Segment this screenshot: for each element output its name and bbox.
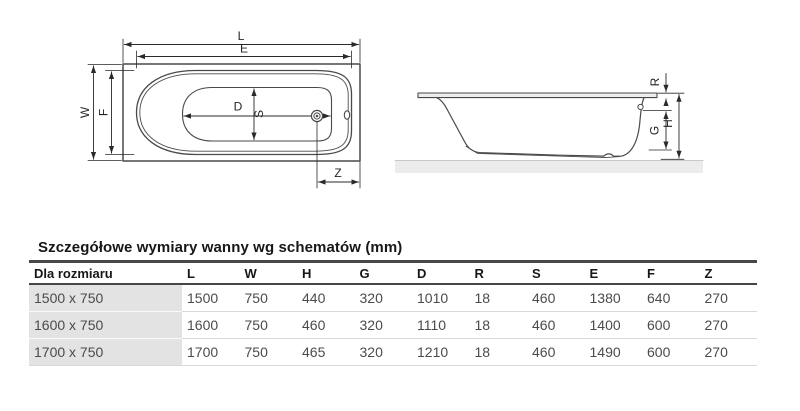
tub-body-profile <box>436 97 645 157</box>
col-header-f: F <box>642 261 700 285</box>
value-cell: 1010 <box>417 290 449 306</box>
drain-symbol <box>310 109 324 123</box>
value-cell: 460 <box>527 338 585 366</box>
dimensions-table: Dla rozmiaru L W H G D R S E F Z 1500 x … <box>29 260 757 366</box>
value-cell: 460 <box>532 290 556 306</box>
value-cell: 320 <box>354 338 412 366</box>
col-header-e: E <box>584 261 642 285</box>
dim-z <box>316 121 361 189</box>
dim-label-s: S <box>252 110 266 118</box>
col-header-z: Z <box>699 261 757 285</box>
dim-label-z: Z <box>334 166 341 180</box>
dim-label-l: L <box>238 29 245 43</box>
value-cell: 640 <box>647 290 671 306</box>
size-cell: 1700 x 750 <box>29 338 182 366</box>
table-row: 1700 x 750 1700 750 465 320 1210 18 460 … <box>29 338 757 366</box>
col-header-w: W <box>239 261 297 285</box>
value-cell: 270 <box>704 290 728 306</box>
size-cell: 1600 x 750 <box>29 311 182 339</box>
col-header-l: L <box>182 261 240 285</box>
dim-label-f: F <box>97 109 111 116</box>
value-cell: 270 <box>699 311 757 339</box>
value-cell: 1380 <box>589 290 621 306</box>
value-cell: 320 <box>354 311 412 339</box>
dim-label-d: D <box>234 100 243 114</box>
col-header-s: S <box>527 261 585 285</box>
table-row: 1500 x 750 1500 750 440 320 1010 18 460 … <box>29 284 757 312</box>
value-cell: 18 <box>469 338 527 366</box>
col-header-g: G <box>354 261 412 285</box>
ground-strip <box>395 160 703 173</box>
table-row: 1600 x 750 1600 750 460 320 1110 18 460 … <box>29 311 757 339</box>
value-cell: 1600 <box>182 311 240 339</box>
value-cell: 1110 <box>412 311 470 339</box>
tub-rim-profile <box>417 92 658 99</box>
section-title: Szczegółowe wymiary wanny wg schematów (… <box>38 239 403 256</box>
dim-label-g: G <box>648 126 662 135</box>
dim-g <box>642 110 672 151</box>
value-cell: 600 <box>642 311 700 339</box>
size-cell: 1500 x 750 <box>29 284 182 312</box>
schematic-diagrams: L E W F D S Z <box>78 29 704 189</box>
value-cell: 18 <box>469 311 527 339</box>
dim-label-e: E <box>240 42 248 56</box>
dim-f <box>105 70 135 155</box>
tub-shell-inner-line <box>139 73 349 152</box>
dim-label-w: W <box>78 106 92 118</box>
value-cell: 460 <box>527 311 585 339</box>
value-cell: 1210 <box>412 338 470 366</box>
value-cell: 320 <box>359 290 383 306</box>
dim-label-h: H <box>661 119 675 128</box>
value-cell: 750 <box>244 290 268 306</box>
value-cell: 460 <box>297 311 355 339</box>
col-header-d: D <box>412 261 470 285</box>
table-header-row: Dla rozmiaru L W H G D R S E F Z <box>29 261 757 285</box>
dim-e <box>136 50 352 69</box>
col-header-size: Dla rozmiaru <box>29 261 182 285</box>
side-view-diagram: R G H <box>394 73 704 173</box>
overflow-knob <box>637 103 644 111</box>
value-cell: 1500 <box>187 290 219 306</box>
dim-w <box>87 64 122 161</box>
col-header-r: R <box>469 261 527 285</box>
overflow-symbol <box>343 110 351 120</box>
value-cell: 750 <box>239 338 297 366</box>
col-header-h: H <box>297 261 355 285</box>
value-cell: 440 <box>302 290 326 306</box>
value-cell: 465 <box>297 338 355 366</box>
value-cell: 18 <box>474 290 491 306</box>
value-cell: 1700 <box>182 338 240 366</box>
value-cell: 1400 <box>584 311 642 339</box>
value-cell: 600 <box>642 338 700 366</box>
value-cell: 750 <box>239 311 297 339</box>
dim-label-r: R <box>648 77 662 86</box>
dim-l <box>122 38 361 63</box>
value-cell: 270 <box>699 338 757 366</box>
tub-bottom-panel-line <box>465 145 620 159</box>
dim-h <box>657 92 685 160</box>
top-view-diagram: L E W F D S Z <box>78 29 361 189</box>
value-cell: 1490 <box>584 338 642 366</box>
